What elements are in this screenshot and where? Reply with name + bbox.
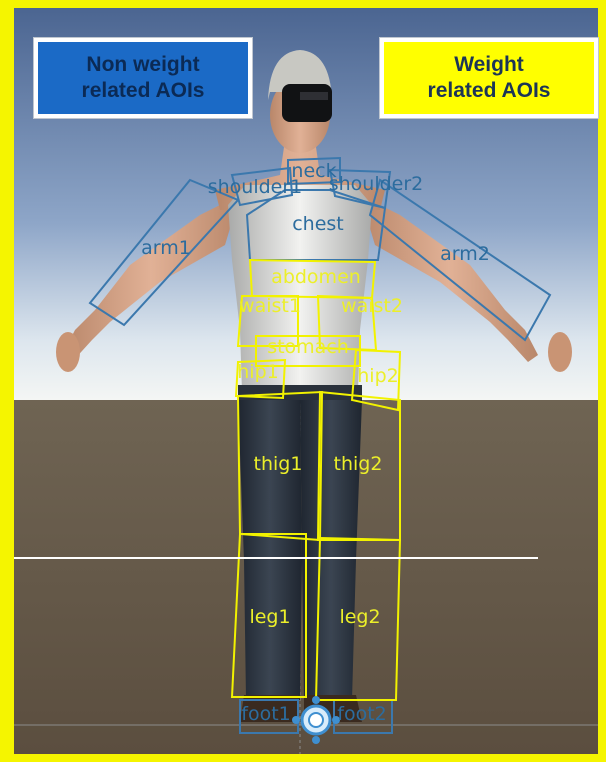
aoi-label-shoulder2: shoulder2 (329, 173, 424, 195)
right-hand-shape (548, 332, 572, 372)
vr-headset-detail (300, 92, 328, 100)
aoi-label-shoulder1: shoulder1 (208, 176, 303, 198)
legend-weight-line1: Weight (428, 52, 551, 78)
aoi-label-hip1: hip1 (237, 361, 278, 383)
aoi-label-thig2: thig2 (334, 453, 383, 475)
aoi-label-hip2: hip2 (357, 365, 398, 387)
aoi-label-stomach: stomach (267, 336, 349, 358)
aoi-label-thig1: thig1 (254, 453, 303, 475)
aoi-label-leg1: leg1 (249, 606, 290, 628)
legend-weight-aois: Weight related AOIs (380, 38, 598, 118)
legend-non-weight-aois: Non weight related AOIs (34, 38, 252, 118)
vr-headset-shape (282, 84, 332, 122)
legend-non-weight-line2: related AOIs (82, 78, 205, 104)
legend-weight-line2: related AOIs (428, 78, 551, 104)
aoi-label-arm1: arm1 (141, 237, 191, 259)
aoi-label-waist1: waist1 (239, 295, 301, 317)
left-hand-shape (56, 332, 80, 372)
right-leg-shape (300, 400, 362, 700)
aoi-label-chest: chest (292, 213, 344, 235)
aoi-label-foot2: foot2 (337, 703, 386, 725)
left-leg-shape (238, 400, 302, 700)
aoi-label-leg2: leg2 (339, 606, 380, 628)
aoi-label-foot1: foot1 (241, 703, 290, 725)
aoi-label-waist2: waist2 (341, 295, 403, 317)
aoi-label-abdomen: abdomen (271, 266, 361, 288)
aoi-label-arm2: arm2 (440, 243, 490, 265)
legend-non-weight-line1: Non weight (82, 52, 205, 78)
